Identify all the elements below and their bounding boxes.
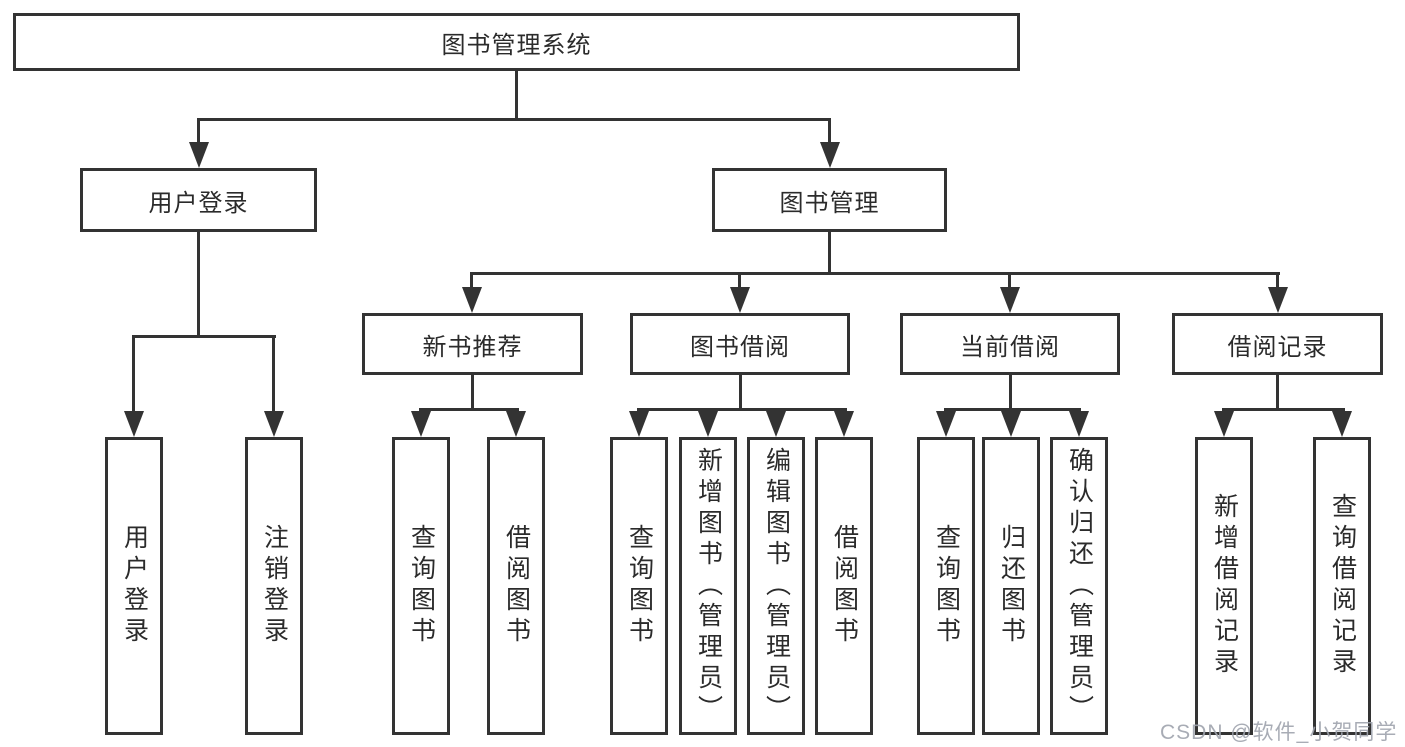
arrow-down-icon <box>698 411 718 437</box>
connector-line <box>637 408 847 411</box>
node-label: 编辑图书（管理员） <box>762 446 791 726</box>
leaf-query-books-recommend: 查询图书 <box>392 437 450 735</box>
connector-line <box>738 272 741 292</box>
leaf-add-borrow-record: 新增借阅记录 <box>1195 437 1253 735</box>
connector-line <box>132 335 135 415</box>
connector-line <box>471 375 474 408</box>
connector-line <box>515 71 518 118</box>
arrow-down-icon <box>1000 287 1020 313</box>
arrow-down-icon <box>820 142 840 168</box>
node-library-management-system: 图书管理系统 <box>13 13 1020 71</box>
arrow-down-icon <box>411 411 431 437</box>
node-label: 借阅记录 <box>1227 333 1328 361</box>
node-label: 图书管理 <box>779 189 880 217</box>
leaf-query-books-current: 查询图书 <box>917 437 975 735</box>
leaf-query-borrow-record: 查询借阅记录 <box>1313 437 1371 735</box>
node-label: 借阅图书 <box>830 524 859 648</box>
connector-line <box>1276 272 1279 292</box>
connector-line <box>197 118 200 148</box>
arrow-down-icon <box>834 411 854 437</box>
connector-line <box>470 272 1280 275</box>
connector-line <box>419 408 519 411</box>
arrow-down-icon <box>506 411 526 437</box>
node-label: 归还图书 <box>997 524 1026 648</box>
arrow-down-icon <box>1001 411 1021 437</box>
arrow-down-icon <box>264 411 284 437</box>
connector-line <box>1009 375 1012 408</box>
leaf-logout: 注销登录 <box>245 437 303 735</box>
leaf-return-books: 归还图书 <box>982 437 1040 735</box>
arrow-down-icon <box>1332 411 1352 437</box>
csdn-watermark: CSDN @软件_小贺同学 <box>1160 721 1398 744</box>
leaf-borrow-books: 借阅图书 <box>815 437 873 735</box>
node-label: 新增借阅记录 <box>1210 493 1239 679</box>
connector-line <box>1222 408 1345 411</box>
node-label: 查询借阅记录 <box>1328 493 1357 679</box>
node-label: 图书借阅 <box>690 333 790 361</box>
arrow-down-icon <box>1214 411 1234 437</box>
node-label: 查询图书 <box>407 524 436 648</box>
connector-line <box>470 272 473 292</box>
arrow-down-icon <box>629 411 649 437</box>
arrow-down-icon <box>936 411 956 437</box>
connector-line <box>1276 375 1279 408</box>
node-current-borrow: 当前借阅 <box>900 313 1120 375</box>
connector-line <box>944 408 1081 411</box>
node-label: 当前借阅 <box>960 333 1060 361</box>
arrow-down-icon <box>766 411 786 437</box>
node-label: 新书推荐 <box>422 333 523 361</box>
connector-line <box>272 335 275 415</box>
arrow-down-icon <box>124 411 144 437</box>
node-label: 用户登录 <box>120 524 149 648</box>
node-label: 注销登录 <box>260 524 289 648</box>
leaf-borrow-books-recommend: 借阅图书 <box>487 437 545 735</box>
connector-line <box>828 232 831 272</box>
arrow-down-icon <box>1268 287 1288 313</box>
arrow-down-icon <box>189 142 209 168</box>
node-label: 新增图书（管理员） <box>694 446 723 726</box>
node-label: 确认归还（管理员） <box>1065 446 1094 726</box>
node-borrow-records: 借阅记录 <box>1172 313 1383 375</box>
arrow-down-icon <box>1069 411 1089 437</box>
connector-line <box>197 232 200 335</box>
connector-line <box>1008 272 1011 292</box>
connector-line <box>828 118 831 148</box>
arrow-down-icon <box>462 287 482 313</box>
node-user-login-branch: 用户登录 <box>80 168 317 232</box>
node-book-management-branch: 图书管理 <box>712 168 947 232</box>
arrow-down-icon <box>730 287 750 313</box>
node-new-book-recommend: 新书推荐 <box>362 313 583 375</box>
connector-line <box>739 375 742 408</box>
connector-line <box>132 335 276 338</box>
node-book-borrow: 图书借阅 <box>630 313 850 375</box>
node-label: 借阅图书 <box>502 524 531 648</box>
node-label: 查询图书 <box>932 524 961 648</box>
leaf-confirm-return-admin: 确认归还（管理员） <box>1050 437 1108 735</box>
connector-line <box>197 118 831 121</box>
node-label: 图书管理系统 <box>441 31 592 59</box>
node-label: 用户登录 <box>148 189 249 217</box>
leaf-query-books-borrow: 查询图书 <box>610 437 668 735</box>
leaf-edit-books-admin: 编辑图书（管理员） <box>747 437 805 735</box>
leaf-add-books-admin: 新增图书（管理员） <box>679 437 737 735</box>
leaf-user-login: 用户登录 <box>105 437 163 735</box>
node-label: 查询图书 <box>625 524 654 648</box>
